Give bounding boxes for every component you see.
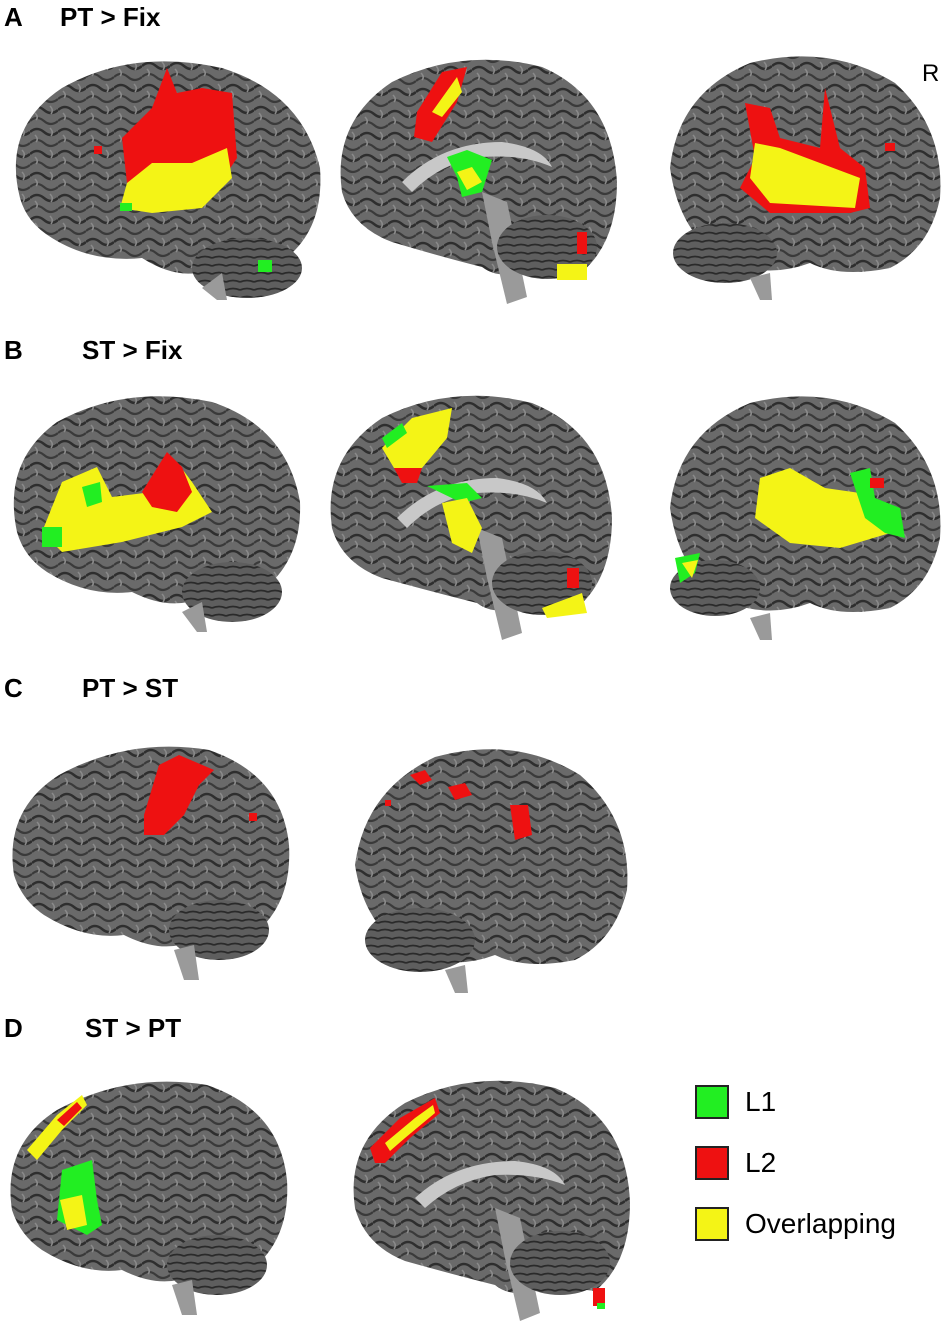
activation-l2 — [567, 568, 579, 588]
brain-d-medial — [353, 1080, 630, 1321]
panel-a-letter: A — [4, 2, 23, 32]
panel-d-letter: D — [4, 1013, 23, 1043]
legend-swatch-overlapping — [695, 1207, 729, 1241]
panel-d-title: ST > PT — [85, 1013, 182, 1043]
activation-l2 — [385, 800, 391, 806]
activation-l2 — [448, 783, 472, 800]
brain-b-medial — [330, 395, 612, 640]
activation-overlap — [755, 468, 890, 548]
activation-overlap — [557, 264, 587, 280]
activation-l2 — [593, 1288, 605, 1306]
activation-l2 — [870, 478, 884, 488]
activation-overlap — [682, 560, 698, 578]
panel-a-title: PT > Fix — [60, 2, 161, 32]
activation-overlap — [750, 143, 860, 208]
legend-swatch-l1 — [695, 1085, 729, 1119]
brain-d-left-lateral — [10, 1081, 288, 1315]
activation-overlap — [542, 593, 587, 618]
activation-overlap — [442, 498, 482, 553]
activation-l2 — [577, 232, 587, 254]
activation-l1 — [120, 203, 132, 211]
activation-l1 — [850, 468, 905, 538]
activation-l1 — [42, 527, 62, 547]
legend-label-l2: L2 — [745, 1147, 777, 1178]
brain-a-left-lateral — [15, 61, 321, 300]
legend-item-l2: L2 — [695, 1146, 776, 1180]
activation-overlap — [432, 77, 462, 117]
activation-overlap — [457, 167, 482, 190]
activation-overlap — [382, 408, 452, 468]
brain-c-left-lateral — [12, 746, 290, 980]
activation-l2 — [394, 468, 422, 483]
brain-a-right-lateral — [670, 56, 941, 300]
activation-l2 — [57, 1102, 82, 1126]
right-hemisphere-label: R — [922, 60, 940, 87]
activation-l1 — [427, 483, 482, 503]
panel-b-letter: B — [4, 335, 23, 365]
legend-label-overlapping: Overlapping — [745, 1208, 896, 1239]
activation-l1 — [597, 1303, 605, 1309]
activation-l1 — [258, 260, 272, 272]
activation-l1 — [382, 423, 407, 448]
activation-l2 — [94, 146, 102, 154]
brain-b-right-lateral — [670, 396, 941, 640]
activation-overlap — [60, 1195, 87, 1230]
activation-overlap — [385, 1105, 435, 1151]
brain-c-right-lateral — [355, 749, 628, 993]
activation-l2 — [885, 143, 895, 151]
panel-c-letter: C — [4, 673, 23, 703]
legend-label-l1: L1 — [745, 1086, 777, 1117]
legend-item-l1: L1 — [695, 1085, 776, 1119]
brain-b-left-lateral — [13, 396, 301, 632]
legend-swatch-l2 — [695, 1146, 729, 1180]
activation-l2 — [510, 805, 532, 840]
activation-l2 — [144, 755, 214, 835]
legend-item-overlapping: Overlapping — [695, 1207, 896, 1241]
activation-overlap — [120, 148, 232, 213]
activation-l2 — [249, 813, 257, 821]
panel-b-title: ST > Fix — [82, 335, 183, 365]
activation-l2 — [410, 770, 432, 785]
panel-c-title: PT > ST — [82, 673, 179, 703]
activation-l2 — [142, 452, 192, 512]
brain-a-medial — [340, 59, 617, 304]
activation-l1 — [82, 482, 102, 507]
